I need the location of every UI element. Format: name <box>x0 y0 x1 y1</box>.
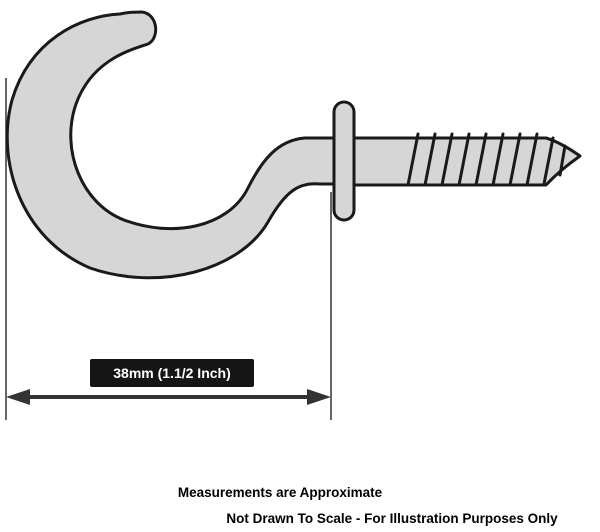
dimension-arrow <box>6 389 331 405</box>
hook-collar <box>332 100 356 222</box>
hook-body <box>5 10 347 280</box>
note-approximate: Measurements are Approximate <box>177 485 383 500</box>
note-scale: Not Drawn To Scale - For Illustration Pu… <box>226 511 558 526</box>
screw-thread <box>352 132 582 187</box>
dimension-label: 38mm (1.1/2 Inch) <box>90 359 254 387</box>
